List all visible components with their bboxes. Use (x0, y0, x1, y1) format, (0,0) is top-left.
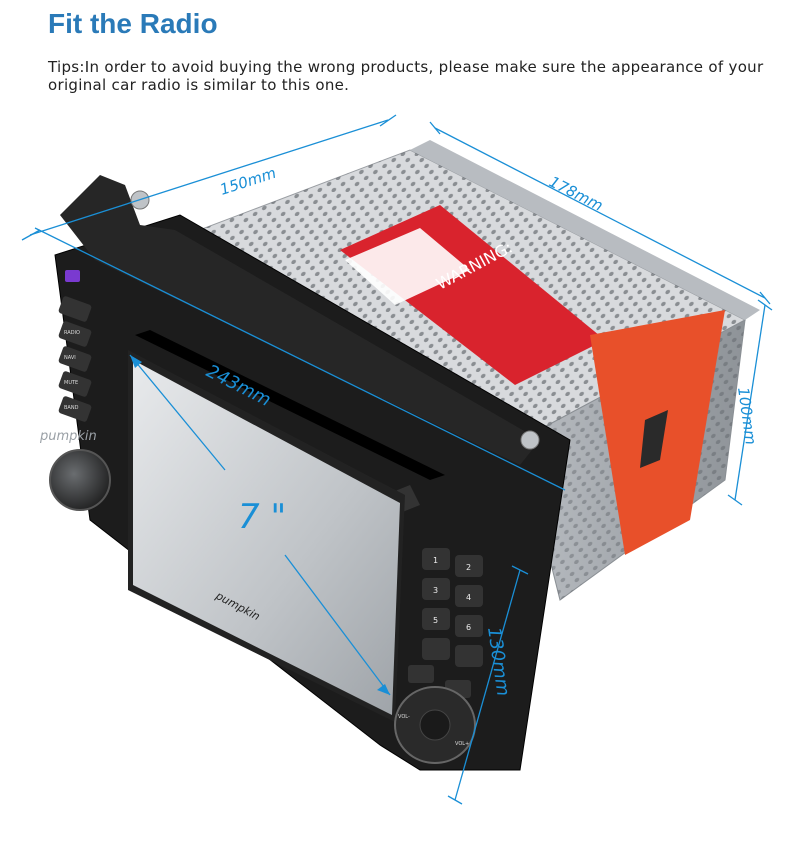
call-end-button[interactable] (455, 645, 483, 667)
page-title: Fit the Radio (48, 8, 218, 39)
svg-text:2: 2 (466, 563, 471, 572)
home-button[interactable] (58, 295, 92, 322)
svg-text:MUTE: MUTE (64, 380, 78, 386)
svg-text:6: 6 (466, 623, 471, 632)
radio-button[interactable] (58, 320, 92, 347)
svg-text:NAVI: NAVI (64, 355, 76, 361)
svg-text:VOL-: VOL- (398, 714, 410, 720)
svg-text:VOL+: VOL+ (455, 741, 469, 747)
warning-label: WARNING: (340, 205, 725, 555)
svg-text:3: 3 (433, 586, 438, 595)
mount-screw-icon (520, 430, 540, 450)
dim-100mm: 100mm (734, 386, 760, 446)
svg-text:4: 4 (466, 593, 471, 602)
key-2[interactable] (455, 555, 483, 577)
screen-size-label: 7 " (238, 497, 286, 537)
menu-button[interactable] (408, 665, 434, 683)
tips-text: Tips:In order to avoid buying the wrong … (48, 58, 764, 94)
key-4[interactable] (455, 585, 483, 607)
cd-slot (135, 330, 445, 480)
power-indicator (65, 270, 80, 282)
left-buttons: RADIO NAVI MUTE BAND pumpkin (39, 270, 111, 511)
left-volume-knob[interactable] (49, 449, 111, 511)
svg-text:5: 5 (433, 616, 438, 625)
key-3[interactable] (422, 578, 450, 600)
mute-button[interactable] (58, 370, 92, 397)
svg-text:RADIO: RADIO (64, 330, 80, 336)
call-answer-button[interactable] (422, 638, 450, 660)
key-5[interactable] (422, 608, 450, 630)
screen: pumpkin (128, 350, 405, 722)
svg-text:1: 1 (433, 556, 438, 565)
svg-text:pumpkin: pumpkin (39, 429, 97, 444)
keypad: 1 2 3 4 5 6 VOL- VOL+ (394, 548, 483, 764)
svg-text:BAND: BAND (64, 405, 79, 411)
dimension-lines (21, 114, 773, 805)
band-button[interactable] (58, 395, 92, 422)
key-6[interactable] (455, 615, 483, 637)
arrow-down-icon (377, 684, 390, 695)
dim-150mm: 150mm (218, 164, 279, 199)
navi-button[interactable] (58, 345, 92, 372)
arrow-up-icon (130, 355, 142, 368)
key-1[interactable] (422, 548, 450, 570)
